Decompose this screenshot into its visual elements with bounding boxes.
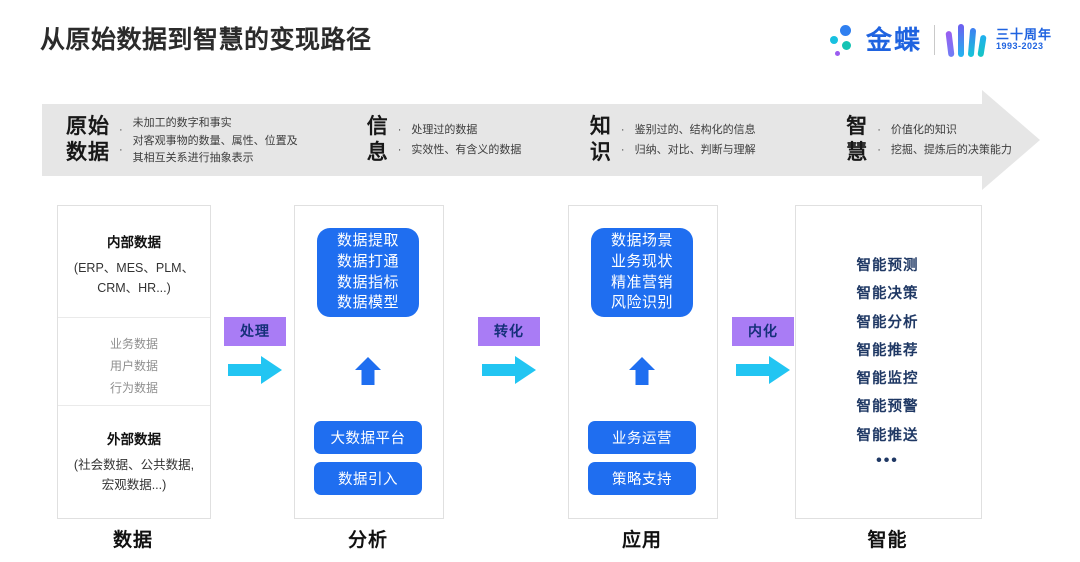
list-item: 智能预警	[856, 399, 919, 416]
external-data-sub: 宏观数据...)	[101, 478, 167, 493]
bullet-dots: ··	[397, 123, 402, 156]
data-type-item: 用户数据	[109, 358, 158, 373]
card-item: 数据打通	[336, 252, 399, 270]
banner-stage-raw-data: 原始 数据 ·· 未加工的数字和事实 对客观事物的数量、属性、位置及其相互关系进…	[42, 90, 357, 190]
bullet-text: 实效性、有含义的数据	[411, 144, 522, 156]
logo-dots-icon	[828, 24, 862, 56]
card-item: 数据指标	[336, 273, 399, 291]
data-type-item: 业务数据	[109, 337, 158, 351]
application-pill-operations[interactable]: 业务运营	[588, 421, 696, 454]
anniversary-mark-icon	[945, 23, 989, 58]
banner-stage-bullets: ·· 处理过的数据 实效性、有含义的数据	[389, 120, 522, 161]
analysis-capability-card: 数据提取 数据打通 数据指标 数据模型	[317, 228, 419, 317]
up-arrow-icon	[355, 357, 381, 385]
card-item: 业务现状	[610, 252, 673, 270]
logo-brand-text: 金蝶	[865, 25, 922, 55]
connector-badge-label: 处理	[224, 317, 286, 346]
connector-processing: 处理	[224, 317, 286, 384]
dikw-banner-arrow	[42, 90, 1040, 190]
card-item: 数据提取	[336, 232, 399, 250]
connector-internalization: 内化	[732, 317, 794, 384]
card-item: 数据模型	[336, 294, 399, 312]
internal-data-sub: (ERP、MES、PLM、	[73, 261, 195, 275]
intelligence-list: 智能预测 智能决策 智能分析 智能推荐 智能监控 智能预警 智能推送 •••	[795, 252, 980, 472]
dikw-banner-content: 原始 数据 ·· 未加工的数字和事实 对客观事物的数量、属性、位置及其相互关系进…	[42, 90, 1040, 190]
analysis-pill-ingest[interactable]: 数据引入	[314, 462, 422, 495]
list-item: 智能决策	[856, 286, 919, 303]
bullet-dots: ··	[620, 123, 625, 156]
column-label-data: 数据	[112, 530, 153, 551]
external-data-heading: 外部数据	[107, 432, 161, 447]
internal-data-heading: 内部数据	[107, 235, 161, 250]
bullet-dots: ··	[119, 123, 123, 156]
connector-transformation: 转化	[478, 317, 540, 384]
external-data-section: 外部数据 (社会数据、公共数据, 宏观数据...)	[58, 406, 210, 516]
banner-stage-wisdom: 智 慧 ·· 价值化的知识 挖掘、提炼后的决策能力	[832, 90, 1040, 190]
bullet-text: 未加工的数字和事实	[132, 116, 232, 129]
internal-data-section: 内部数据 (ERP、MES、PLM、 CRM、HR...)	[58, 206, 210, 318]
list-item: 智能分析	[856, 314, 919, 331]
list-item: 智能推送	[856, 427, 919, 444]
bullet-text: 归纳、对比、判断与理解	[634, 144, 756, 156]
banner-stage-title: 智 慧	[846, 115, 869, 164]
kingdee-logo: 金蝶 三十周年 1993-2023	[828, 20, 1052, 60]
right-arrow-icon	[224, 356, 286, 384]
list-ellipsis: •••	[876, 451, 899, 469]
bullet-text: 鉴别过的、结构化的信息	[634, 123, 756, 136]
data-types-section: 业务数据 用户数据 行为数据	[58, 318, 210, 406]
connector-badge-label: 转化	[478, 317, 540, 346]
column-label-application: 应用	[621, 530, 662, 551]
right-arrow-icon	[732, 356, 794, 384]
bullet-text: 价值化的知识	[890, 123, 957, 136]
column-intelligence	[795, 205, 982, 519]
connector-badge-label: 内化	[732, 317, 794, 346]
card-item: 风险识别	[610, 294, 673, 312]
bullet-text: 处理过的数据	[411, 123, 478, 136]
column-label-intelligence: 智能	[867, 530, 908, 551]
analysis-pill-platform[interactable]: 大数据平台	[314, 421, 422, 454]
banner-stage-bullets: ·· 未加工的数字和事实 对客观事物的数量、属性、位置及其相互关系进行抽象表示	[110, 113, 308, 167]
banner-stage-bullets: ·· 价值化的知识 挖掘、提炼后的决策能力	[868, 120, 1012, 161]
application-pill-strategy[interactable]: 策略支持	[588, 462, 696, 495]
anniversary-years: 1993-2023	[995, 41, 1044, 52]
anniversary-label: 三十周年	[995, 27, 1052, 43]
external-data-sub: (社会数据、公共数据,	[73, 458, 195, 472]
anniversary-text: 三十周年 1993-2023	[996, 28, 1052, 51]
bullet-text: 挖掘、提炼后的决策能力	[890, 144, 1012, 156]
up-arrow-icon	[629, 357, 655, 385]
application-capability-card: 数据场景 业务现状 精准营销 风险识别	[591, 228, 693, 317]
banner-stage-title: 知 识	[589, 115, 612, 164]
list-item: 智能预测	[856, 258, 919, 274]
internal-data-sub: CRM、HR...)	[97, 281, 171, 296]
banner-stage-title: 原始 数据	[66, 115, 110, 164]
data-type-item: 行为数据	[109, 380, 158, 395]
list-item: 智能监控	[856, 371, 919, 388]
column-data: 内部数据 (ERP、MES、PLM、 CRM、HR...) 业务数据 用户数据 …	[57, 205, 211, 519]
bullet-dots: ··	[877, 123, 881, 156]
card-item: 数据场景	[610, 232, 673, 250]
card-item: 精准营销	[610, 273, 673, 291]
banner-stage-information: 信 息 ·· 处理过的数据 实效性、有含义的数据	[357, 90, 580, 190]
logo-divider	[933, 25, 935, 55]
bullet-text: 对客观事物的数量、属性、位置及其相互关系进行抽象表示	[132, 135, 298, 165]
column-label-analysis: 分析	[347, 530, 388, 551]
banner-stage-title: 信 息	[366, 115, 389, 164]
banner-stage-knowledge: 知 识 ·· 鉴别过的、结构化的信息 归纳、对比、判断与理解	[580, 90, 832, 190]
page-title: 从原始数据到智慧的变现路径	[40, 26, 372, 54]
list-item: 智能推荐	[856, 342, 919, 359]
right-arrow-icon	[478, 356, 540, 384]
banner-stage-bullets: ·· 鉴别过的、结构化的信息 归纳、对比、判断与理解	[612, 120, 756, 161]
